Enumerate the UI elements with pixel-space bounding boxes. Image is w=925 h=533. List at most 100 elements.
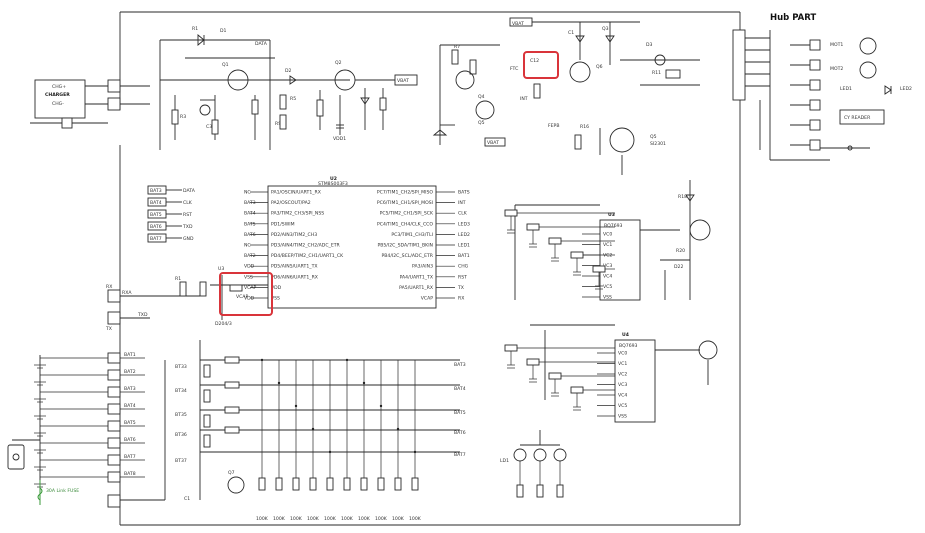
rc-resistor [570, 386, 584, 394]
divider-resistor [258, 477, 266, 491]
bms1-label: U3 [608, 212, 615, 218]
highlighted-transistor-top: VBAT C1 Q3 Q6 C12 FTC INT D3 R11 [509, 17, 700, 102]
svg-text:R7: R7 [454, 44, 460, 50]
mcu-left-func: PD1/SWIM [271, 221, 295, 227]
bms-pin: VSS [603, 295, 612, 301]
bms-pin: VC3 [603, 263, 612, 269]
mcu-left-func: PD5/AIN5/UART1_TX [271, 264, 318, 270]
hub-led1: LED1 [840, 86, 852, 92]
mcu-left-pin: VDD [244, 296, 255, 302]
mosfet-mid: Q5 SI2301 FEPB R16 [548, 123, 666, 175]
divider-resistor [360, 477, 368, 491]
rx-label: RX [106, 284, 112, 290]
bms-pin: VC3 [618, 382, 627, 388]
svg-text:BAT4: BAT4 [150, 200, 162, 206]
mid-transistor-circuit: R7 Q4 Q5 VBAT [432, 44, 506, 147]
svg-text:BAT6: BAT6 [150, 224, 162, 230]
svg-text:C1: C1 [568, 30, 574, 36]
mcu-left-func: PA3/TIM2_CH3/SPI_NSS [271, 211, 324, 217]
cell-label: BAT5 [124, 420, 136, 426]
svg-text:BT37: BT37 [175, 458, 187, 464]
svg-text:R20: R20 [676, 248, 685, 254]
svg-text:R11: R11 [652, 70, 661, 76]
mcu-right-func: PC5/TIM2_CH1/SPI_SCK [380, 211, 434, 217]
mcu-left-func: PA2/OSCOUT/PA2 [271, 200, 311, 206]
divider-value: 100K [341, 516, 354, 522]
hub-title: Hub PART [770, 13, 816, 23]
bus-resistor [224, 356, 240, 364]
mcu-right-pin: LED1 [458, 243, 470, 249]
bus-resistor-v [203, 364, 211, 378]
left-net-block: BAT3 DATA BAT4 CLK BAT5 RST BAT6 TXD BAT… [147, 185, 196, 243]
bms-pin: VC0 [618, 351, 627, 357]
divider-resistor [292, 477, 300, 491]
svg-text:BAT6: BAT6 [454, 430, 466, 436]
svg-text:R1: R1 [175, 276, 181, 282]
net-left-gnd: GND [183, 236, 194, 242]
mcu-left-pin: NC [244, 243, 251, 249]
mcu-right-pin: TX [457, 285, 464, 291]
svg-text:C12: C12 [530, 58, 539, 64]
cell-label: BAT2 [124, 369, 136, 375]
divider-resistor [309, 477, 317, 491]
svg-text:VBAT: VBAT [487, 140, 499, 146]
mcu-left-pin: VDD [244, 264, 255, 270]
divider-value: 100K [375, 516, 388, 522]
mcu-right-func: VCAP [421, 296, 433, 302]
led-resistor [556, 484, 564, 498]
divider-value: 100K [409, 516, 422, 522]
bms-pin: VC2 [618, 372, 627, 378]
bus-resistor-v [203, 389, 211, 403]
divider-value: 100K [256, 516, 269, 522]
rc-filter-array [504, 209, 615, 411]
divider-value: 100K [358, 516, 371, 522]
mcu-right-pin: CHG [458, 264, 469, 270]
cell-label: BAT3 [124, 386, 136, 392]
charger-connector: CHG+ CHARGER CHG- [30, 79, 150, 129]
charger-label-3: CHG- [52, 101, 64, 107]
svg-text:Q3: Q3 [602, 26, 609, 32]
rc-resistor [548, 372, 562, 380]
svg-text:SI2301: SI2301 [650, 141, 666, 147]
svg-text:U3: U3 [218, 266, 224, 272]
svg-text:Q4: Q4 [478, 94, 485, 100]
cell-connector [107, 386, 121, 398]
svg-text:VCAP: VCAP [236, 294, 248, 300]
bms-pin: VC4 [618, 393, 627, 399]
svg-text:D2: D2 [285, 68, 292, 74]
rc-resistor [526, 223, 540, 231]
svg-text:BAT5: BAT5 [454, 410, 466, 416]
svg-text:Q5: Q5 [650, 134, 657, 140]
svg-text:R3: R3 [180, 114, 186, 120]
led-diode [533, 448, 547, 462]
svg-text:D22: D22 [674, 264, 683, 270]
mcu-label: U2 [330, 176, 337, 182]
highlight-box-top [523, 51, 559, 79]
charger-label-1: CHG+ [52, 84, 66, 90]
tx-label: TX [105, 326, 112, 332]
mcu-left-pin: VCAP [244, 285, 256, 291]
mcu-right-func: PB4/I2C_SCL/ADC_ETR [382, 253, 434, 259]
cell-connector [107, 454, 121, 466]
bms-pin: VSS [618, 414, 627, 420]
net-left-txd: TXD [182, 224, 193, 230]
highlight-box-vcap [219, 272, 273, 316]
mcu-left-pin: NC [244, 190, 251, 196]
hub-mot2: MOT2 [830, 66, 843, 72]
svg-text:BT35: BT35 [175, 412, 187, 418]
svg-text:VDD1: VDD1 [333, 136, 346, 142]
divider-resistor [377, 477, 385, 491]
svg-text:BAT4: BAT4 [454, 386, 466, 392]
charge-control-circuit: R1 D1 DATA Q1 R3 C3 RST D2 R5 [159, 26, 350, 150]
mcu-left-func: PD4/BEEP/TIM2_CH1/UART1_CK [271, 253, 344, 259]
rc-resistor [548, 237, 562, 245]
bms-pin: VC1 [603, 242, 612, 248]
svg-text:TXD: TXD [137, 312, 148, 318]
divider-value: 100K [392, 516, 405, 522]
led-resistor [516, 484, 524, 498]
